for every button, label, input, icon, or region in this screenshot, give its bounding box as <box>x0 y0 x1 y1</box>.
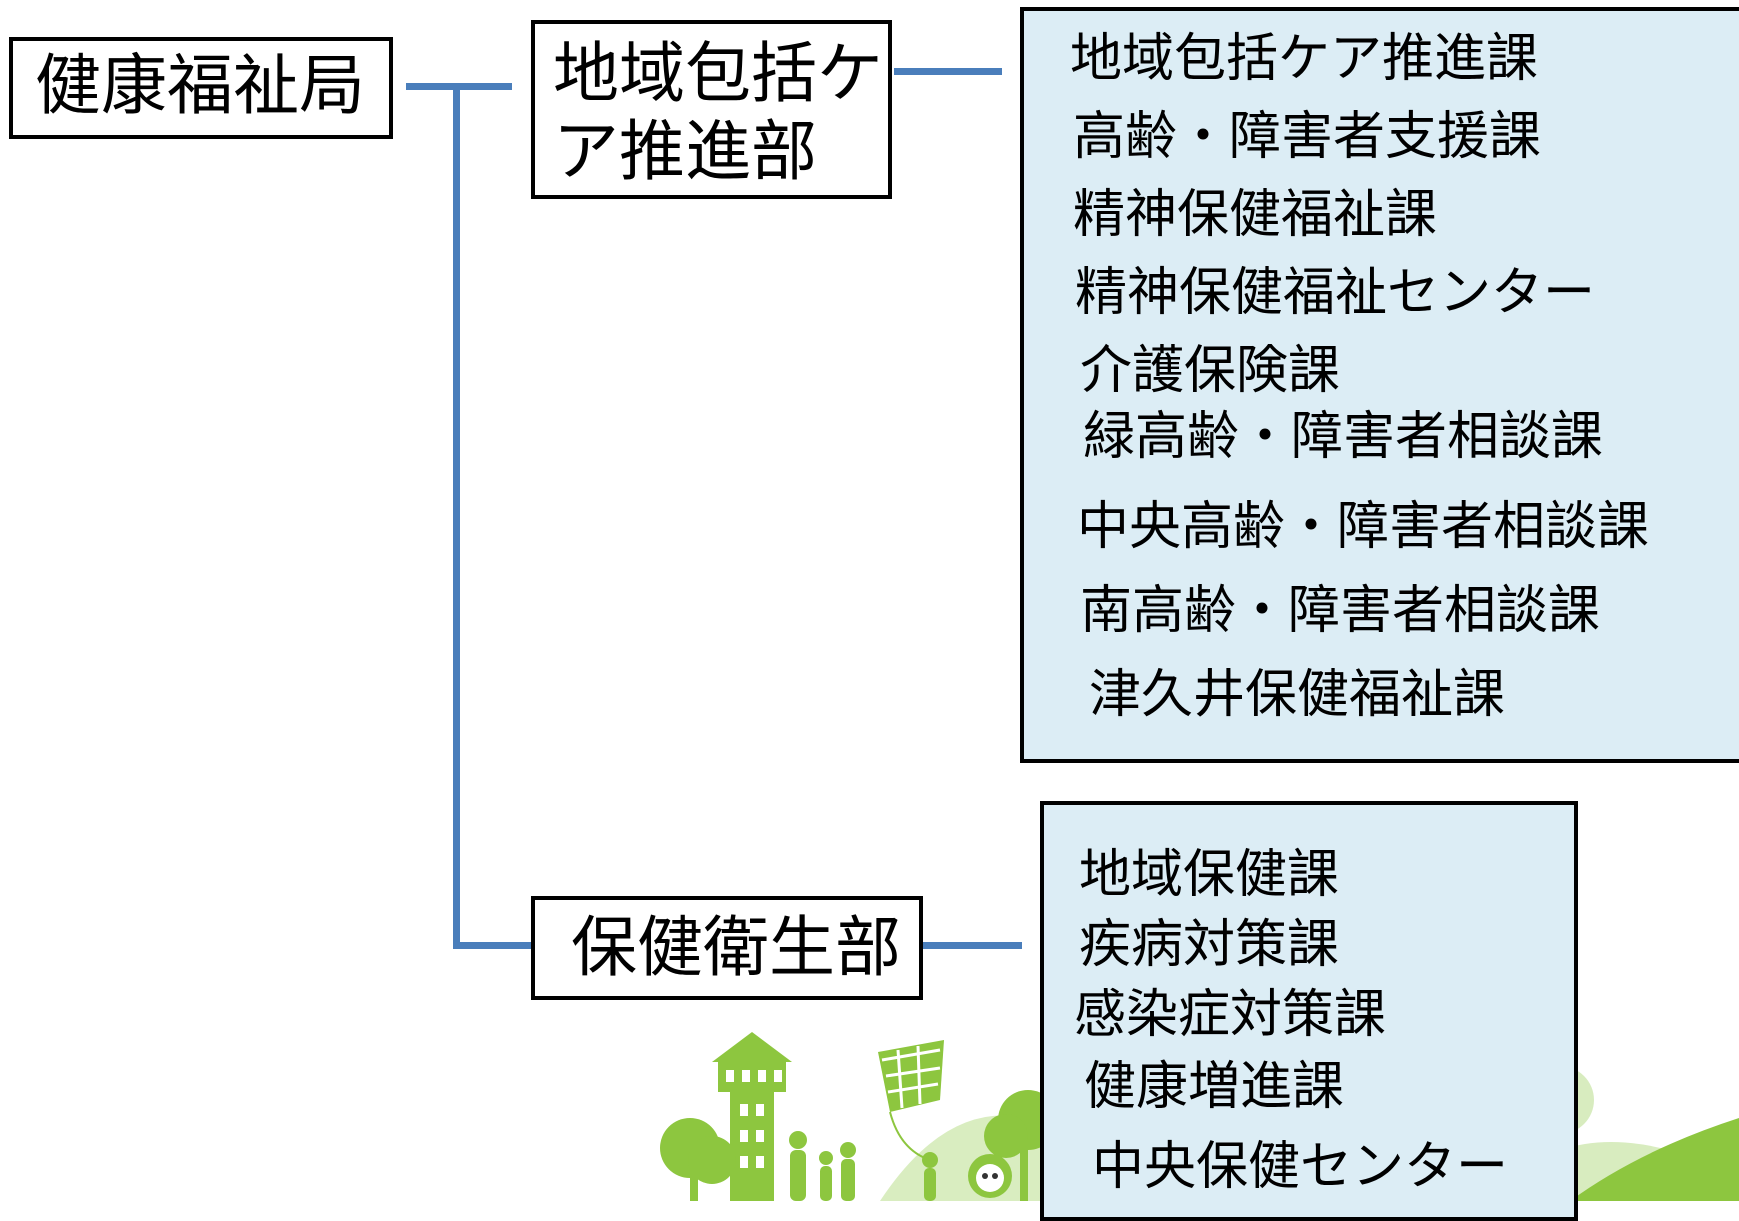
root-box: 健康福祉局 <box>9 37 393 139</box>
division-item: 地域包括ケア推進課 <box>1070 29 1539 89</box>
division-item: 感染症対策課 <box>1074 985 1387 1045</box>
tower-icon <box>712 1032 792 1201</box>
division-item: 高齢・障害者支援課 <box>1073 107 1542 167</box>
division-item: 地域保健課 <box>1079 845 1340 905</box>
department-box-hoken-eisei: 保健衛生部 <box>531 896 923 1000</box>
connector-hoken-to-list <box>922 942 1022 949</box>
green-hill <box>1570 1118 1739 1201</box>
division-list-chiiki-houkatsu: 地域包括ケア推進課 高齢・障害者支援課 精神保健福祉課 精神保健福祉センター 介… <box>1020 7 1739 763</box>
department-label-line-1: 地域包括ケ <box>553 35 883 112</box>
department-label-line-2: ア推進部 <box>553 113 817 190</box>
root-label: 健康福祉局 <box>35 47 365 124</box>
division-item: 介護保険課 <box>1080 341 1341 401</box>
division-item: 津久井保健福祉課 <box>1089 665 1506 725</box>
division-list-hoken-eisei: 地域保健課 疾病対策課 感染症対策課 健康増進課 中央保健センター <box>1040 801 1578 1221</box>
division-item: 精神保健福祉センター <box>1075 263 1596 323</box>
people-icon <box>789 1131 938 1201</box>
division-item: 健康増進課 <box>1084 1057 1345 1117</box>
division-item: 精神保健福祉課 <box>1073 185 1438 245</box>
division-item: 中央高齢・障害者相談課 <box>1077 497 1650 557</box>
trunk-connector-vertical <box>453 83 460 949</box>
mascot-icon <box>968 1154 1012 1198</box>
branch-connector-hoken <box>453 942 533 949</box>
department-label: 保健衛生部 <box>571 909 901 986</box>
connector-chiiki-to-list <box>894 68 1002 75</box>
kite-icon <box>878 1040 944 1161</box>
department-box-chiiki-houkatsu: 地域包括ケ ア推進部 <box>531 20 892 199</box>
division-item: 南高齢・障害者相談課 <box>1080 581 1601 641</box>
division-item: 中央保健センター <box>1092 1137 1509 1197</box>
division-item: 緑高齢・障害者相談課 <box>1083 407 1604 467</box>
division-item: 疾病対策課 <box>1079 915 1340 975</box>
